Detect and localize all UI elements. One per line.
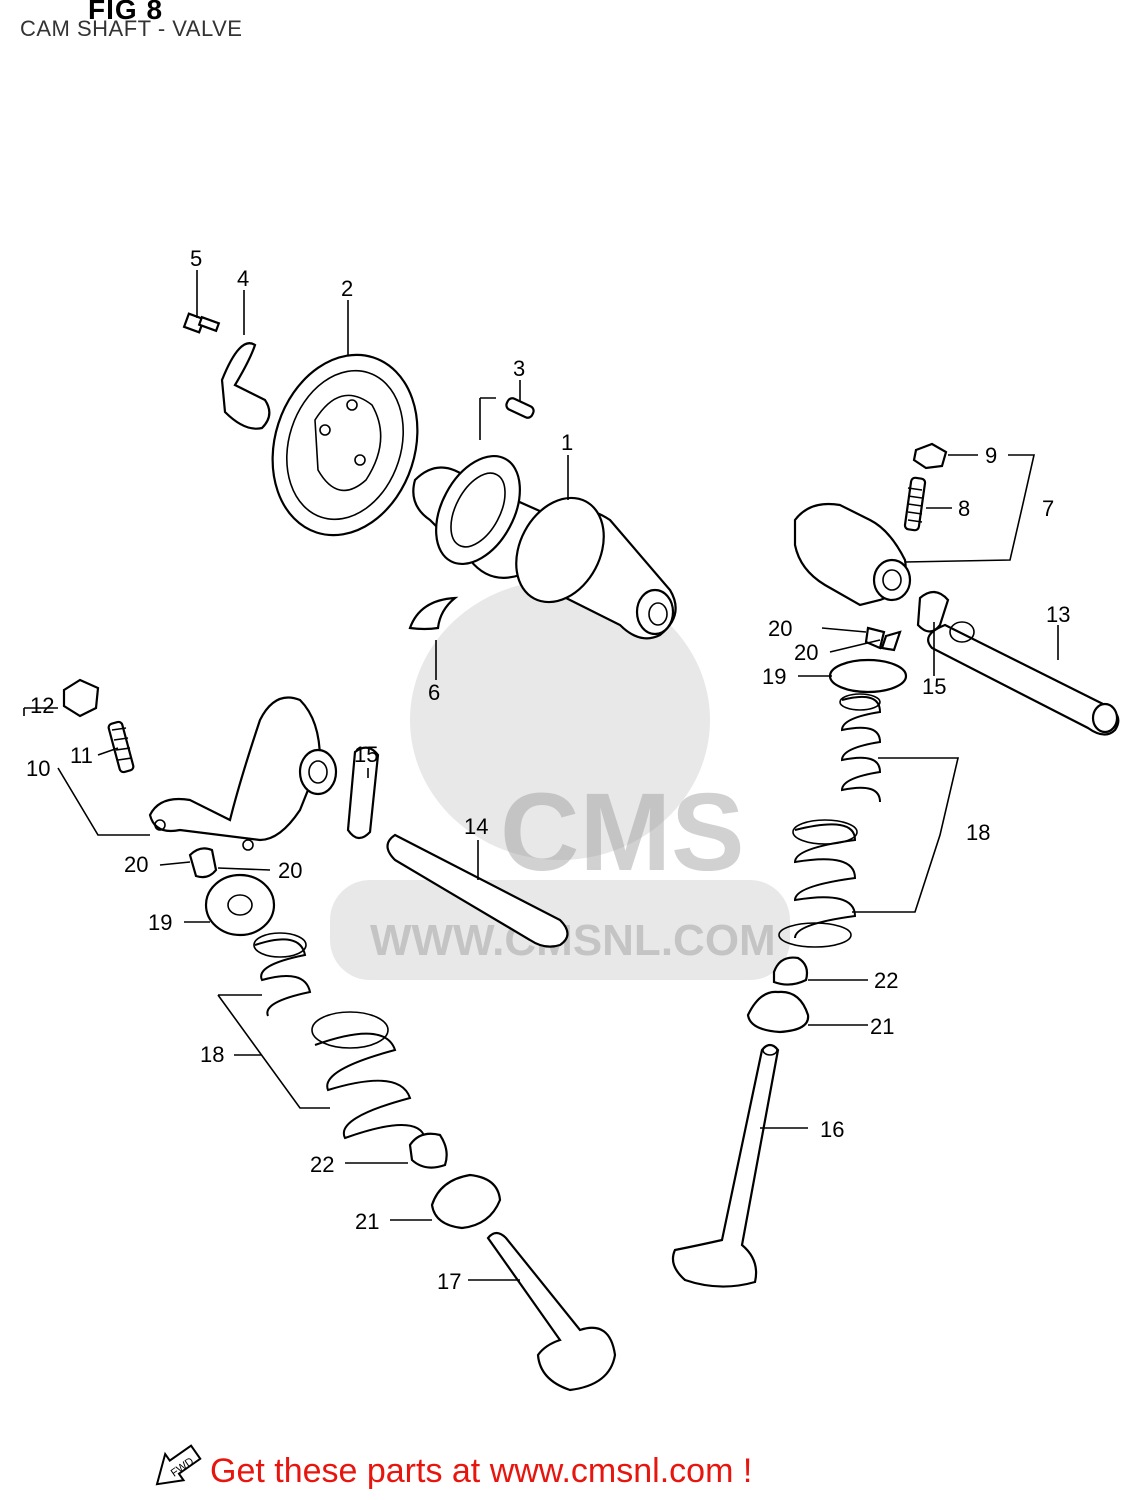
callout-18-left: 18 <box>200 1042 224 1067</box>
part-outer-spring-left[interactable] <box>311 1011 426 1140</box>
part-stem-seal-right[interactable] <box>772 956 809 986</box>
part-o-ring-right[interactable] <box>916 590 950 633</box>
callout-21-right: 21 <box>870 1014 894 1039</box>
part-rocker-arm-right[interactable] <box>793 502 912 607</box>
callout-20-right-a: 20 <box>768 616 792 641</box>
part-adjust-screw-right[interactable] <box>903 476 927 532</box>
part-outer-spring-right[interactable] <box>778 819 858 948</box>
part-clip[interactable] <box>408 596 459 631</box>
part-nut-left[interactable] <box>62 678 100 718</box>
watermark-brand: CMS <box>500 771 744 894</box>
callout-15-left: 15 <box>354 742 378 767</box>
callout-20-right-b: 20 <box>794 640 818 665</box>
diagram-subtitle: CAM SHAFT - VALVE <box>20 16 243 41</box>
part-cam-sprocket[interactable] <box>250 336 440 554</box>
watermark-url: WWW.CMSNL.COM <box>370 916 776 965</box>
callout-20-left-b: 20 <box>278 858 302 883</box>
callout-21-left: 21 <box>355 1209 379 1234</box>
part-valve-exhaust[interactable] <box>671 1043 780 1288</box>
callout-11: 11 <box>70 743 93 768</box>
part-bracket[interactable] <box>220 342 271 430</box>
callout-20-left-a: 20 <box>124 852 148 877</box>
callout-18-right: 18 <box>966 820 990 845</box>
part-valve-intake[interactable] <box>486 1231 617 1392</box>
watermark: CMS WWW.CMSNL.COM <box>330 580 790 980</box>
callout-19-right: 19 <box>762 664 786 689</box>
figure-number: FIG 8 <box>88 0 164 25</box>
callout-8: 8 <box>958 496 970 521</box>
callout-7: 7 <box>1042 496 1054 521</box>
part-rocker-shaft[interactable] <box>927 621 1120 736</box>
callout-22-right: 22 <box>874 968 898 993</box>
callout-5: 5 <box>190 246 202 271</box>
parts-link-text[interactable]: Get these parts at www.cmsnl.com ! <box>210 1452 753 1490</box>
part-cotter-left[interactable] <box>188 847 218 879</box>
leader-lines <box>23 270 1059 1281</box>
callout-4: 4 <box>237 266 249 291</box>
part-retainer-left[interactable] <box>204 873 276 937</box>
part-bolt[interactable] <box>182 312 221 334</box>
callout-3: 3 <box>513 356 525 381</box>
callout-13: 13 <box>1046 602 1070 627</box>
part-push-rod[interactable] <box>386 833 569 948</box>
part-adjust-screw-left[interactable] <box>107 720 135 774</box>
part-rocker-arm-left[interactable] <box>148 696 338 851</box>
callout-17: 17 <box>437 1269 461 1294</box>
callout-22-left: 22 <box>310 1152 334 1177</box>
callout-19-left: 19 <box>148 910 172 935</box>
part-spring-seat-right[interactable] <box>746 990 810 1034</box>
callout-10: 10 <box>26 756 50 781</box>
callout-1: 1 <box>561 430 573 455</box>
forward-arrow-icon: FWD <box>155 1444 202 1486</box>
part-spring-seat-left[interactable] <box>430 1173 502 1230</box>
part-camshaft[interactable] <box>412 442 677 640</box>
callout-labels: 5 4 2 3 1 6 9 8 7 13 15 20 20 19 18 22 2… <box>26 246 1070 1294</box>
callout-2: 2 <box>341 276 353 301</box>
part-cotter-right[interactable] <box>864 626 902 652</box>
part-pin[interactable] <box>505 397 535 420</box>
callout-9: 9 <box>985 443 997 468</box>
part-retainer-right[interactable] <box>828 658 908 694</box>
callout-15-right: 15 <box>922 674 946 699</box>
part-stem-seal-left[interactable] <box>408 1132 448 1169</box>
part-inner-spring-left[interactable] <box>253 932 312 1017</box>
callout-16: 16 <box>820 1117 844 1142</box>
watermark-mascot <box>410 580 710 860</box>
callout-6: 6 <box>428 680 440 705</box>
part-o-ring-left[interactable] <box>346 746 380 840</box>
part-nut-right[interactable] <box>912 442 948 470</box>
callout-12: 12 <box>30 693 54 718</box>
part-inner-spring-right[interactable] <box>839 693 882 803</box>
callout-14: 14 <box>464 814 488 839</box>
